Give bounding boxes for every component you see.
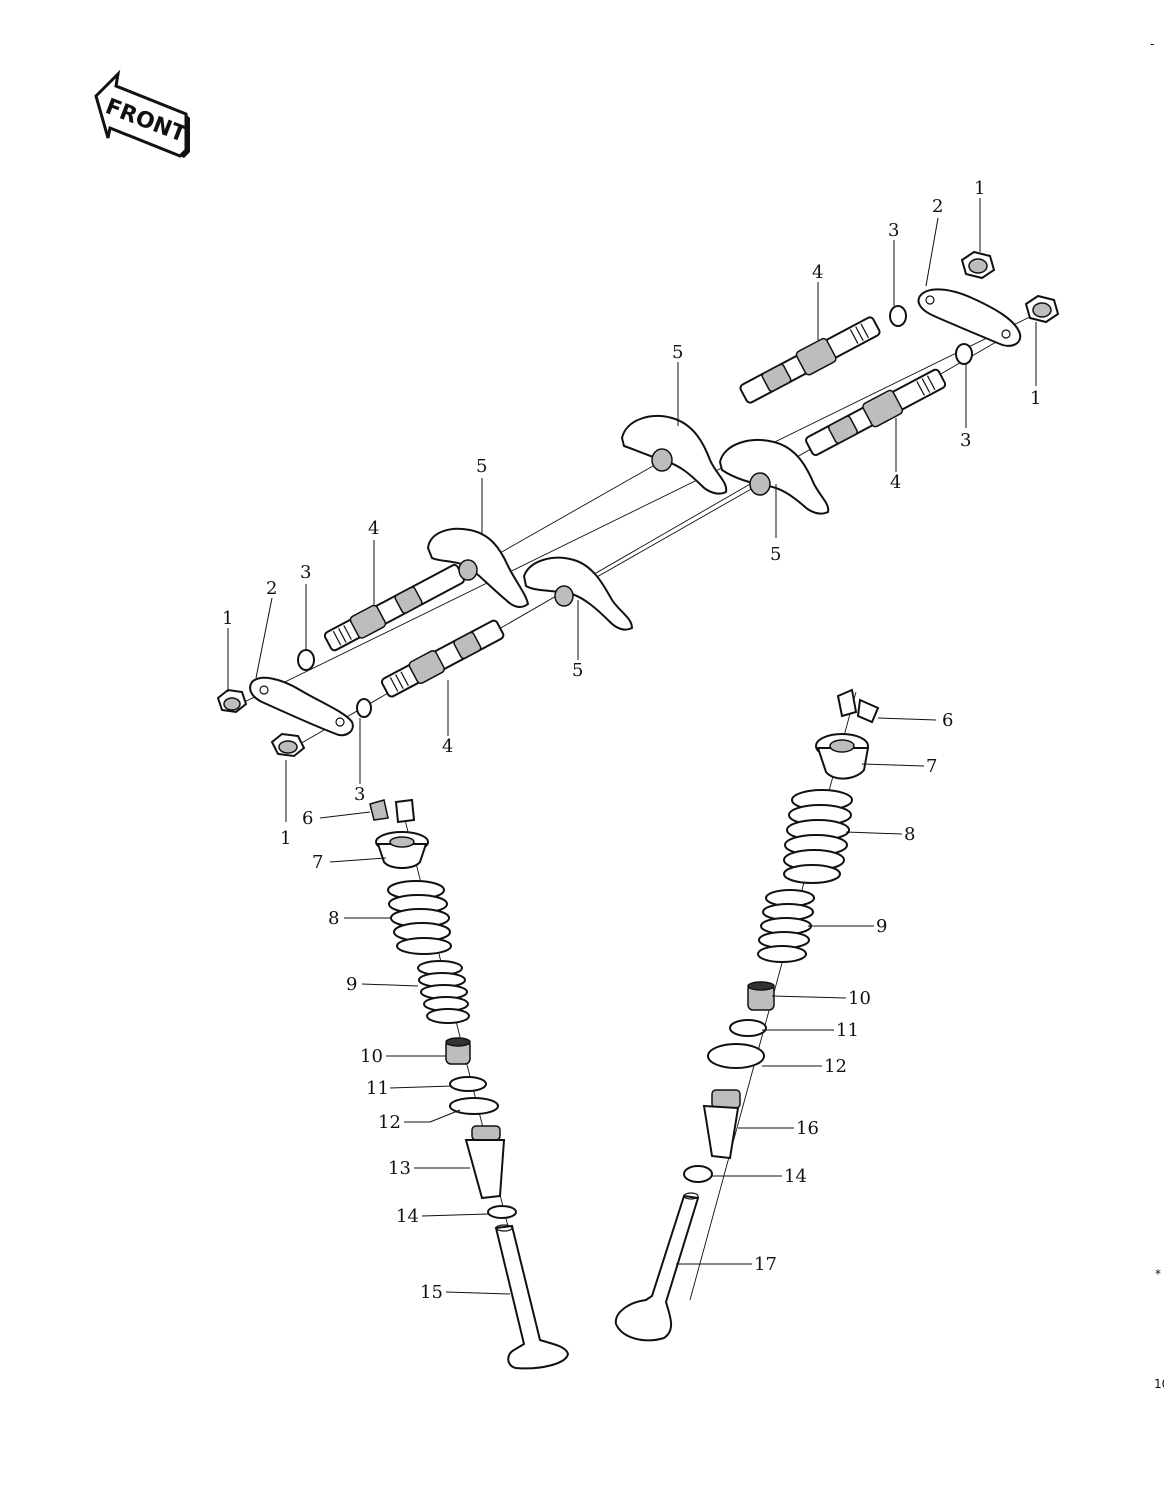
callout-6-right: 6 <box>942 710 953 731</box>
right-valve-guide <box>702 1089 741 1160</box>
callout-5-left-upper: 5 <box>476 456 487 477</box>
right-valve-collets <box>836 688 880 724</box>
left-valve-collets <box>369 798 416 824</box>
callout-4-right-lower: 4 <box>890 472 901 493</box>
callout-5-right-upper: 5 <box>672 342 683 363</box>
callout-14-right: 14 <box>784 1166 807 1187</box>
callout-2-right: 2 <box>932 196 943 217</box>
right-nut-lower <box>1024 294 1060 324</box>
left-nut-upper <box>216 688 248 714</box>
edge-mark-dash: - <box>1150 37 1154 51</box>
right-valve-seal <box>747 981 775 1011</box>
callout-3-right-lower: 3 <box>960 430 971 451</box>
left-outer-seat <box>449 1097 499 1115</box>
callout-5-left-lower: 5 <box>572 660 583 681</box>
edge-mark-ten: 10 <box>1154 1377 1164 1391</box>
left-valve-guide <box>464 1125 506 1200</box>
callout-11-right: 11 <box>836 1020 859 1041</box>
left-spring-retainer <box>375 831 429 869</box>
callout-3-right-upper: 3 <box>888 220 899 241</box>
right-plate <box>917 288 1022 347</box>
callout-9-left: 9 <box>346 974 357 995</box>
callout-1-left-upper: 1 <box>222 608 233 629</box>
callout-3-left-upper: 3 <box>300 562 311 583</box>
callout-1-left-lower: 1 <box>280 828 291 849</box>
right-valve <box>614 1192 700 1342</box>
right-outer-spring <box>783 789 853 884</box>
callout-16: 16 <box>796 1118 819 1139</box>
left-valve <box>494 1224 570 1370</box>
callout-4-left-lower: 4 <box>442 736 453 757</box>
right-outer-seat <box>707 1043 765 1069</box>
callout-10-left: 10 <box>360 1046 383 1067</box>
left-rocker-arm-lower <box>522 556 634 631</box>
callout-12-right: 12 <box>824 1056 847 1077</box>
left-plate <box>249 676 354 737</box>
callout-numbers: 1 2 3 4 5 1 3 4 5 5 1 2 3 4 5 1 3 4 6 7 … <box>222 178 1041 1303</box>
callout-1-right-lower: 1 <box>1030 388 1041 409</box>
leader-lines <box>227 198 1037 1295</box>
callout-10-right: 10 <box>848 988 871 1009</box>
left-o-ring-lower <box>356 698 372 718</box>
callout-7-left: 7 <box>312 852 323 873</box>
left-o-ring-upper <box>297 649 315 671</box>
left-nut-lower <box>270 732 306 758</box>
edge-mark-asterisk: * <box>1155 1267 1161 1281</box>
left-rocker-arm-upper <box>426 527 530 608</box>
right-rocker-arm-lower <box>718 439 830 515</box>
left-valve-seal <box>445 1037 471 1065</box>
callout-8-left: 8 <box>328 908 339 929</box>
right-rocker-arm-upper <box>620 415 728 495</box>
right-guide-o-ring <box>683 1165 713 1183</box>
callout-4-right-upper: 4 <box>812 262 823 283</box>
right-inner-spring <box>757 889 815 963</box>
right-o-ring-upper <box>889 305 907 327</box>
callout-13: 13 <box>388 1158 411 1179</box>
right-o-ring-lower <box>955 343 973 365</box>
left-outer-spring <box>387 880 452 955</box>
left-rocker-shaft-upper <box>323 564 465 652</box>
callout-11-left: 11 <box>366 1078 389 1099</box>
right-spring-retainer <box>815 733 870 780</box>
callout-7-right: 7 <box>926 756 937 777</box>
callout-1-right-upper: 1 <box>974 178 985 199</box>
callout-17: 17 <box>754 1254 777 1275</box>
callout-8-right: 8 <box>904 824 915 845</box>
right-nut-upper <box>960 250 996 280</box>
callout-14-left: 14 <box>396 1206 419 1227</box>
left-inner-spring <box>417 960 470 1024</box>
callout-4-left-upper: 4 <box>368 518 379 539</box>
right-rocker-shaft-upper <box>739 316 881 404</box>
callout-15: 15 <box>420 1282 443 1303</box>
left-rocker-shaft-lower <box>380 619 505 698</box>
left-guide-o-ring <box>487 1205 517 1219</box>
callout-2-left: 2 <box>266 578 277 599</box>
callout-9-right: 9 <box>876 916 887 937</box>
callout-12-left: 12 <box>378 1112 401 1133</box>
assembly-axis-lines <box>235 311 1041 1301</box>
callout-6-left: 6 <box>302 808 313 829</box>
right-rocker-shaft-lower <box>805 368 947 456</box>
callout-5-right-lower: 5 <box>770 544 781 565</box>
left-inner-seat <box>449 1076 487 1092</box>
callout-3-left-lower: 3 <box>354 784 365 805</box>
front-arrow: FRONT <box>94 69 190 158</box>
right-inner-seat <box>729 1019 767 1037</box>
